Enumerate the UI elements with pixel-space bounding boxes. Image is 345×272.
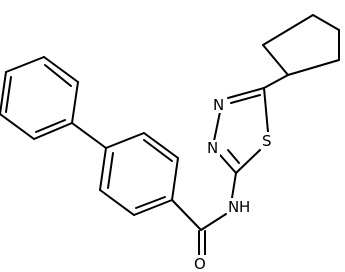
label-bg-o (193, 255, 209, 272)
atom-labels: N N S N H O (193, 96, 274, 272)
bond-a-double-2 (5, 76, 12, 113)
bond-b-double-1 (135, 196, 166, 209)
bond-a-2 (43, 56, 79, 83)
benzene-ring-inner (99, 132, 179, 216)
atom-label-o: O (194, 255, 206, 272)
bond-n3-c2-double (227, 149, 240, 164)
bond-a-4 (0, 71, 7, 115)
label-bg-n4 (212, 97, 226, 113)
bond-cy-6 (262, 44, 289, 76)
atom-label-n3: N (207, 139, 218, 157)
bond-biphenyl (71, 122, 107, 149)
bond-b-4 (105, 132, 145, 149)
bond-b-double-3 (143, 139, 173, 162)
bond-a-6 (33, 122, 73, 140)
bond-cy-thiadiazole (263, 74, 289, 89)
bond-a-5 (0, 113, 35, 140)
bond-nh-co (200, 213, 227, 231)
bond-c5-n4-double (230, 94, 261, 104)
atom-label-nh-n: N (228, 198, 239, 216)
bond-b-5 (143, 132, 179, 159)
bond-a-1 (71, 81, 79, 124)
bond-cy-1 (262, 29, 289, 46)
bond-b-6 (171, 157, 179, 201)
atom-label-s1: S (262, 132, 272, 150)
atom-label-nh-h: H (239, 198, 250, 216)
bond-c2-s1 (235, 149, 261, 174)
bond-b-1 (133, 199, 173, 216)
bond-cy-2 (287, 14, 314, 31)
bond-cy-5 (287, 59, 340, 76)
bond-co-aryl (171, 199, 202, 231)
bond-s1-c5 (263, 87, 269, 133)
bond-n4-n3 (213, 111, 221, 142)
label-bg-nh (227, 198, 251, 215)
bond-a-3 (5, 56, 45, 73)
label-bg-s1 (260, 132, 274, 149)
bond-b-double-2 (107, 152, 114, 189)
atom-label-n4: N (213, 96, 224, 114)
benzene-ring-outer (0, 56, 79, 140)
label-bg-n3 (206, 140, 220, 156)
cyclohexyl-ring (262, 14, 340, 76)
bond-c2-nh (231, 172, 237, 199)
bond-c5-n4 (227, 87, 265, 99)
bond-b-3 (99, 147, 107, 191)
bond-n3-c2 (219, 154, 237, 174)
bond-a-double-1 (44, 64, 72, 87)
thiadiazole-ring (213, 87, 269, 174)
bond-b-2 (99, 189, 135, 216)
bond-cy-3 (312, 14, 340, 31)
bond-a-double-3 (35, 119, 66, 133)
